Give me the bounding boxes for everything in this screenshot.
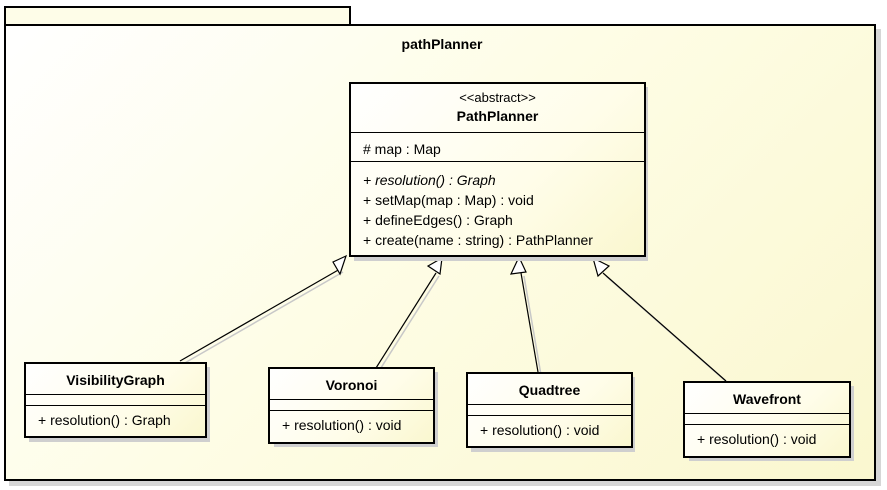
operation-defineedges: + defineEdges() : Graph bbox=[363, 212, 513, 228]
generalization-arrowhead bbox=[509, 255, 527, 275]
package-name: pathPlanner bbox=[401, 36, 483, 52]
operation-resolution: + resolution() : void bbox=[480, 422, 600, 438]
class-name: PathPlanner bbox=[456, 108, 539, 124]
class-name: Quadtree bbox=[518, 382, 581, 398]
class-quadtree[interactable]: Quadtree + resolution() : void bbox=[466, 372, 633, 448]
link-visibilitygraph bbox=[179, 268, 341, 362]
class-name: Wavefront bbox=[733, 391, 801, 407]
attribute-map: # map : Map bbox=[363, 141, 441, 157]
link-voronoi bbox=[375, 272, 437, 369]
class-pathplanner[interactable]: <<abstract>> PathPlanner # map : Map + r… bbox=[349, 82, 646, 257]
generalization-arrowhead bbox=[426, 256, 443, 276]
operation-resolution: + resolution() : Graph bbox=[363, 172, 496, 188]
link-wavefront bbox=[602, 272, 727, 382]
class-voronoi[interactable]: Voronoi + resolution() : void bbox=[268, 367, 435, 444]
generalization-arrowhead bbox=[332, 254, 348, 276]
link-quadtree bbox=[520, 272, 539, 373]
operation-setmap: + setMap(map : Map) : void bbox=[363, 192, 534, 208]
class-visibilitygraph[interactable]: VisibilityGraph + resolution() : Graph bbox=[24, 362, 207, 438]
operation-resolution: + resolution() : Graph bbox=[38, 412, 171, 428]
operation-create: + create(name : string) : PathPlanner bbox=[363, 232, 593, 248]
operation-resolution: + resolution() : void bbox=[697, 431, 817, 447]
class-wavefront[interactable]: Wavefront + resolution() : void bbox=[683, 381, 851, 458]
class-stereotype: <<abstract>> bbox=[459, 90, 536, 105]
class-name: VisibilityGraph bbox=[66, 372, 165, 388]
class-name: Voronoi bbox=[325, 377, 378, 393]
generalization-arrowhead bbox=[592, 256, 611, 278]
operation-resolution: + resolution() : void bbox=[282, 417, 402, 433]
